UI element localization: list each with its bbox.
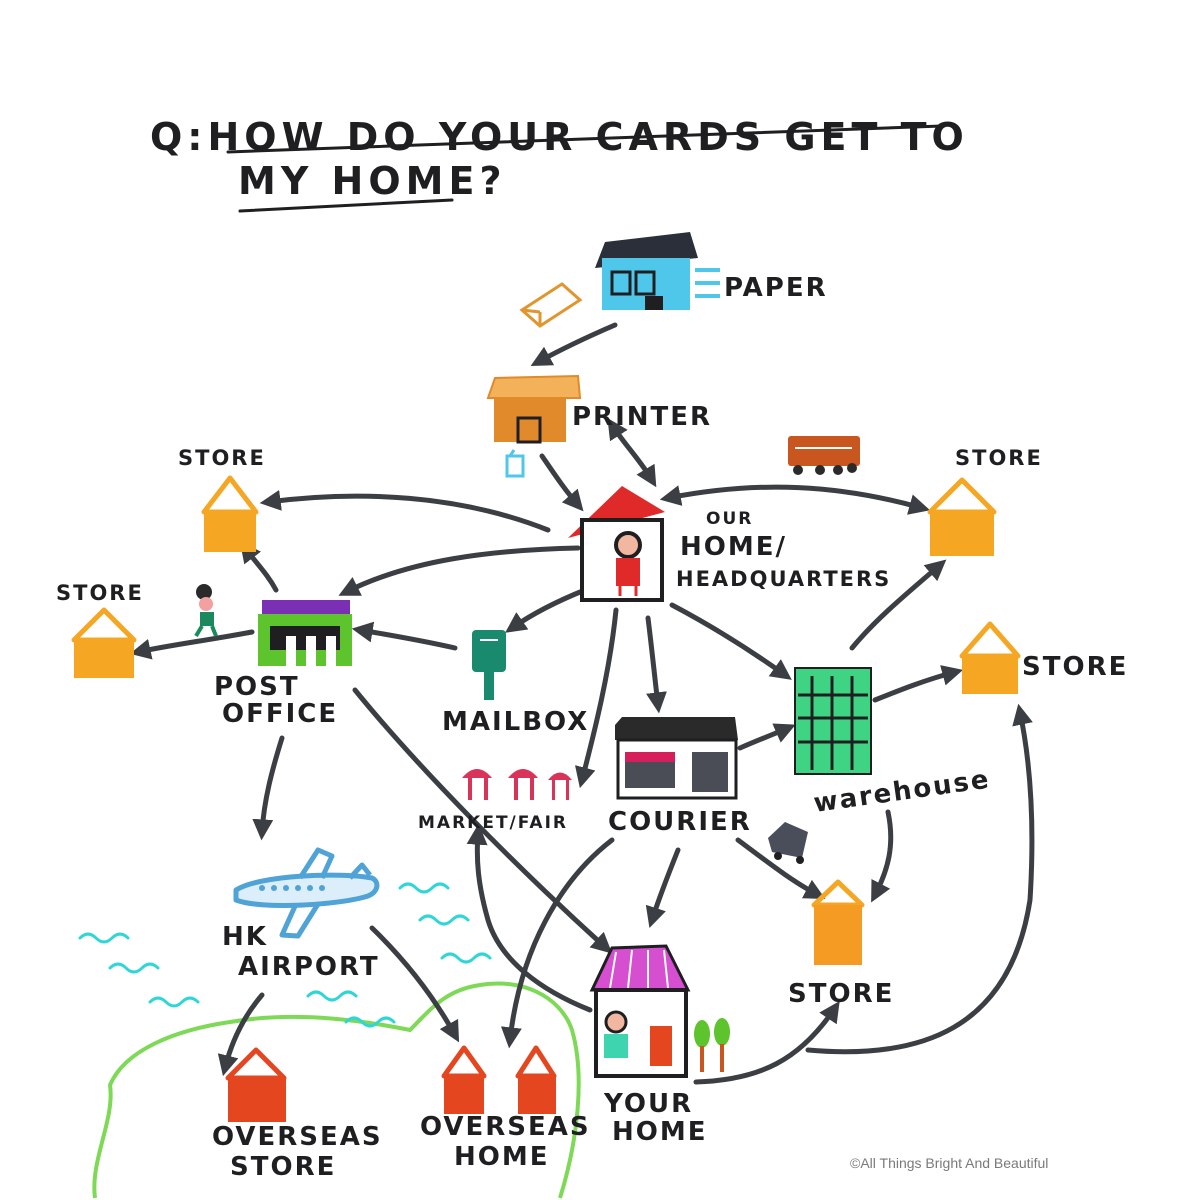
arrow-your-home-store-bottom xyxy=(693,1001,840,1085)
hq-label-line-1: OUR xyxy=(706,509,753,529)
store-tr-label: STORE xyxy=(955,446,1043,470)
courier-label: COURIER xyxy=(608,807,752,837)
paper-label: PAPER xyxy=(724,273,828,303)
printer-building-icon xyxy=(486,374,582,444)
arrow-hq-store-tl xyxy=(259,489,551,533)
arrows xyxy=(129,322,1035,1085)
market-fair-label: MARKET/FAIR xyxy=(418,813,568,833)
hq-label-line-3: HEADQUARTERS xyxy=(676,567,891,591)
arrow-hq-mailbox xyxy=(505,587,588,633)
mailbox-label: MAILBOX xyxy=(442,707,589,737)
overseas-store-icon xyxy=(225,1047,287,1122)
your-home-label-line-1: YOUR xyxy=(603,1089,693,1119)
title-line-2: MY HOME? xyxy=(238,159,506,203)
airplane-windows xyxy=(259,885,325,891)
title-block: Q:HOW DO YOUR CARDS GET TO MY HOME? xyxy=(150,115,969,213)
arrow-post-office-airport xyxy=(252,735,285,841)
arrow-post-office-store-tl xyxy=(239,541,279,593)
hk-airport-label-line-2: AIRPORT xyxy=(238,952,380,982)
mailbox-icon xyxy=(472,630,506,700)
store-right-label: STORE xyxy=(1022,652,1128,682)
arrow-courier-overseas-home xyxy=(500,837,615,1049)
copyright-credit: ©All Things Bright And Beautiful xyxy=(850,1155,1049,1171)
arrow-your-home-store-right xyxy=(805,703,1035,1055)
small-package-icon xyxy=(505,449,525,478)
water-waves xyxy=(78,882,492,1028)
your-home-label-line-2: HOME xyxy=(612,1117,708,1147)
arrow-your-home-market xyxy=(466,823,593,1013)
trees-icon xyxy=(694,1018,730,1072)
arrow-mailbox-post-office xyxy=(351,621,458,651)
airplane-icon xyxy=(233,847,380,939)
your-home-house-icon xyxy=(589,944,691,1078)
title-underline-2 xyxy=(238,198,454,213)
courier-building-icon xyxy=(615,717,738,800)
store-left-icon xyxy=(71,607,137,678)
store-bottom-icon xyxy=(811,879,865,965)
overseas-store-label-line-1: OVERSEAS xyxy=(212,1122,383,1152)
arrow-courier-warehouse xyxy=(737,723,796,751)
arrow-hq-store-tr xyxy=(659,484,931,515)
store-tr-icon xyxy=(927,477,997,556)
overseas-home-label-line-1: OVERSEAS xyxy=(420,1112,591,1142)
overseas-home-icon xyxy=(441,1045,557,1114)
post-office-label-line-2: OFFICE xyxy=(222,699,338,729)
arrow-hq-courier xyxy=(645,615,667,714)
store-tl-icon xyxy=(201,475,259,552)
arrow-warehouse-store-bottom xyxy=(871,809,894,903)
arrow-airport-overseas-home xyxy=(369,925,460,1043)
paper-supplier-house-icon xyxy=(595,232,720,310)
arrow-warehouse-store-tr xyxy=(849,559,947,651)
arrow-printer-to-hq xyxy=(539,453,584,512)
arrow-post-office-your-home xyxy=(352,687,613,954)
hq-label-line-2: HOME/ xyxy=(680,532,787,562)
headquarters-house-icon xyxy=(568,486,665,602)
arrow-hq-market xyxy=(575,607,619,789)
store-left-label: STORE xyxy=(56,581,144,605)
store-right-icon xyxy=(959,621,1021,694)
overseas-store-label-line-2: STORE xyxy=(230,1152,336,1182)
arrow-hq-post-office xyxy=(338,545,581,596)
warehouse-building-icon xyxy=(794,667,872,775)
store-tl-label: STORE xyxy=(178,446,266,470)
arrow-post-office-store-left xyxy=(129,629,255,660)
hk-airport-label-line-1: HK xyxy=(222,922,268,952)
post-office-building-icon xyxy=(258,600,352,666)
delivery-van-icon xyxy=(768,822,808,864)
market-stalls-icon xyxy=(462,769,572,800)
coastline xyxy=(92,981,581,1199)
title-line-1: Q:HOW DO YOUR CARDS GET TO xyxy=(150,115,969,159)
arrow-warehouse-store-right xyxy=(872,665,964,703)
arrow-hq-warehouse xyxy=(669,602,792,680)
delivery-truck-icon xyxy=(788,436,860,475)
printer-label: PRINTER xyxy=(572,402,712,432)
post-office-label-line-1: POST xyxy=(214,672,300,702)
arrow-courier-store-bottom xyxy=(735,837,826,899)
arrow-hq-printer xyxy=(607,417,657,488)
paper-box-icon xyxy=(519,282,583,328)
overseas-home-label-line-2: HOME xyxy=(454,1142,550,1172)
title-underline-1 xyxy=(226,124,944,154)
postman-figure-icon xyxy=(194,584,218,638)
store-bottom-label: STORE xyxy=(788,979,894,1009)
arrow-airport-overseas-store xyxy=(217,992,265,1077)
arrow-paper-to-printer xyxy=(530,322,618,367)
arrow-courier-your-home xyxy=(645,847,681,929)
